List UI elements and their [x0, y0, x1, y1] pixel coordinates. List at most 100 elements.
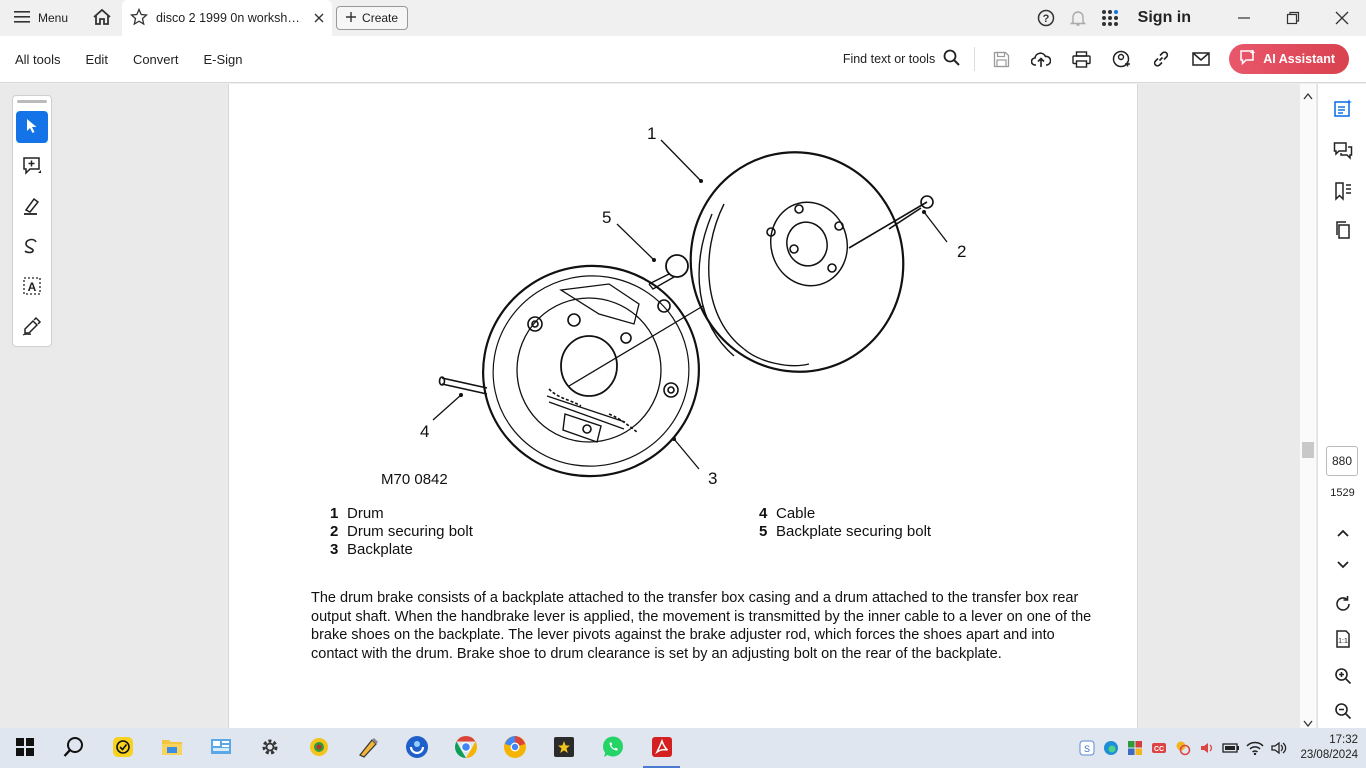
scroll-up-icon[interactable]	[1303, 88, 1313, 103]
document-tab[interactable]: disco 2 1999 0n workshop manual	[122, 0, 333, 36]
menu-edit[interactable]: Edit	[85, 51, 108, 67]
current-page-input[interactable]: 880	[1326, 446, 1358, 476]
svg-text:?: ?	[1042, 13, 1049, 25]
find-label: Find text or tools	[842, 52, 936, 66]
search-icon	[63, 736, 85, 761]
ai-assistant-button[interactable]: AI Assistant	[1229, 44, 1349, 74]
select-tool-button[interactable]	[16, 111, 48, 143]
main-toolbar: All tools Edit Convert E-Sign Find text …	[0, 36, 1366, 83]
help-icon[interactable]: ?	[1030, 0, 1062, 36]
star-icon[interactable]	[129, 7, 149, 29]
tray-app-icon[interactable]: S	[1078, 739, 1096, 757]
pages-icon[interactable]	[1330, 217, 1356, 243]
tab-title: disco 2 1999 0n workshop manual	[156, 11, 306, 25]
taskbar-chrome[interactable]	[441, 728, 490, 768]
find-tools[interactable]: Find text or tools	[842, 47, 976, 71]
highlighter-icon	[22, 196, 42, 219]
battery-icon[interactable]	[1222, 739, 1240, 757]
scroll-down-icon[interactable]	[1303, 716, 1313, 731]
email-icon[interactable]	[1181, 36, 1221, 83]
taskbar-whatsapp[interactable]	[588, 728, 637, 768]
previous-page-icon[interactable]	[1330, 520, 1356, 546]
taskbar-app-dark[interactable]	[539, 728, 588, 768]
ai-summary-icon[interactable]	[1330, 95, 1356, 121]
taskbar-search[interactable]	[49, 728, 98, 768]
volume-icon[interactable]	[1270, 739, 1288, 757]
taskbar-app-sun[interactable]	[294, 728, 343, 768]
control-panel-icon	[210, 737, 232, 760]
create-button[interactable]: Create	[336, 6, 409, 30]
folder-icon	[161, 737, 183, 760]
system-clock[interactable]: 17:32 23/08/2024	[1294, 733, 1358, 763]
menu-all-tools[interactable]: All tools	[15, 51, 61, 67]
tray-utility-icon[interactable]	[1174, 739, 1192, 757]
create-label: Create	[362, 11, 399, 25]
speaker-alert-icon[interactable]	[1198, 739, 1216, 757]
pen-tool-icon	[357, 736, 379, 761]
taskbar-app-blue[interactable]	[392, 728, 441, 768]
link-icon[interactable]	[1141, 36, 1181, 83]
home-button[interactable]	[82, 0, 122, 36]
next-page-icon[interactable]	[1330, 552, 1356, 578]
hamburger-icon	[14, 10, 30, 26]
sign-in-button[interactable]: Sign in	[1137, 9, 1191, 26]
text-select-tool-button[interactable]: A	[16, 271, 48, 303]
comment-add-icon	[22, 156, 42, 179]
ai-sparkle-icon	[1239, 49, 1257, 69]
zoom-out-icon[interactable]	[1330, 698, 1356, 724]
browser-alt-icon	[503, 735, 527, 762]
taskbar-acrobat[interactable]	[637, 728, 686, 768]
vertical-scrollbar[interactable]	[1300, 84, 1316, 728]
ccleaner-icon[interactable]: CC	[1150, 739, 1168, 757]
tray-grid-icon[interactable]	[1126, 739, 1144, 757]
menu-button[interactable]: Menu	[0, 0, 82, 36]
comments-panel-icon[interactable]	[1330, 138, 1356, 164]
print-icon[interactable]	[1061, 36, 1101, 83]
menu-esign[interactable]: E-Sign	[203, 51, 243, 67]
share-user-icon[interactable]	[1101, 36, 1141, 83]
taskbar-chrome-alt[interactable]	[490, 728, 539, 768]
ai-assistant-label: AI Assistant	[1263, 52, 1335, 66]
bookmarks-icon[interactable]	[1330, 178, 1356, 204]
fit-page-icon[interactable]: 1:1	[1330, 626, 1356, 652]
edge-icon[interactable]	[1102, 739, 1120, 757]
svg-text:CC: CC	[1154, 746, 1164, 753]
restore-icon[interactable]	[1268, 0, 1317, 36]
close-tab-icon[interactable]	[314, 11, 324, 26]
windows-logo-icon	[15, 737, 34, 759]
zoom-in-icon[interactable]	[1330, 663, 1356, 689]
wifi-icon[interactable]	[1246, 739, 1264, 757]
add-comment-button[interactable]	[16, 151, 48, 183]
menu-label: Menu	[38, 11, 69, 25]
taskbar-settings[interactable]	[245, 728, 294, 768]
draw-tool-button[interactable]	[16, 231, 48, 263]
sign-tool-button[interactable]	[16, 311, 48, 343]
document-workspace: A	[0, 84, 1366, 728]
highlight-tool-button[interactable]	[16, 191, 48, 223]
taskbar-app-pen[interactable]	[343, 728, 392, 768]
dark-app-icon	[553, 736, 575, 761]
taskbar-file-explorer[interactable]	[147, 728, 196, 768]
taskbar-app-checklist[interactable]	[98, 728, 147, 768]
home-icon	[92, 8, 112, 29]
freehand-icon	[22, 236, 42, 259]
menu-convert[interactable]: Convert	[132, 51, 179, 67]
start-button[interactable]	[0, 728, 49, 768]
minimize-icon[interactable]	[1219, 0, 1268, 36]
scrollbar-thumb[interactable]	[1302, 442, 1314, 458]
save-icon[interactable]	[981, 36, 1021, 83]
close-window-icon[interactable]	[1317, 0, 1366, 36]
bell-icon[interactable]	[1062, 0, 1094, 36]
apps-icon[interactable]	[1094, 0, 1126, 36]
panel-grip[interactable]	[17, 100, 47, 103]
whatsapp-icon	[601, 735, 625, 762]
taskbar-control-panel[interactable]	[196, 728, 245, 768]
upload-cloud-icon[interactable]	[1021, 36, 1061, 83]
right-panel-rail: 880 1529 1:1	[1317, 84, 1366, 728]
svg-text:S: S	[1084, 744, 1090, 754]
rotate-icon[interactable]	[1330, 591, 1356, 617]
